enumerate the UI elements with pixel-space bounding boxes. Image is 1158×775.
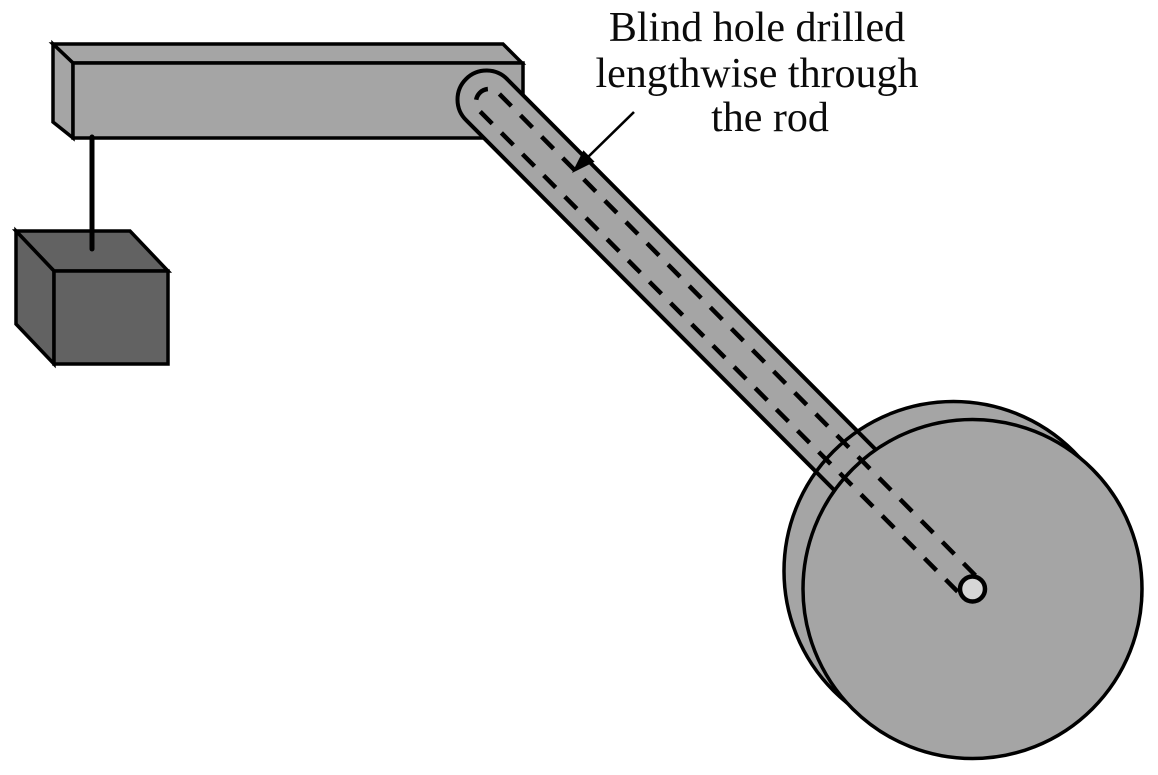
axle-hub [957,574,988,604]
beam-left-face [51,39,75,142]
annotation-line-2: lengthwise through [595,51,918,97]
annotation-arrow-shaft [585,111,635,160]
beam-front-face [71,61,525,140]
annotation-label: Blind hole drilled lengthwise through th… [595,5,918,141]
annotation-arrow [572,111,635,173]
annotation-arrow-head [572,150,595,173]
rod [455,68,904,519]
weight-front-face [52,269,170,366]
beam-top-face [48,42,527,65]
blind-hole-dashed-outline [473,86,977,594]
annotation-line-3: the rod [711,95,829,141]
annotation-line-1: Blind hole drilled [609,5,905,51]
support-beam [48,39,527,142]
